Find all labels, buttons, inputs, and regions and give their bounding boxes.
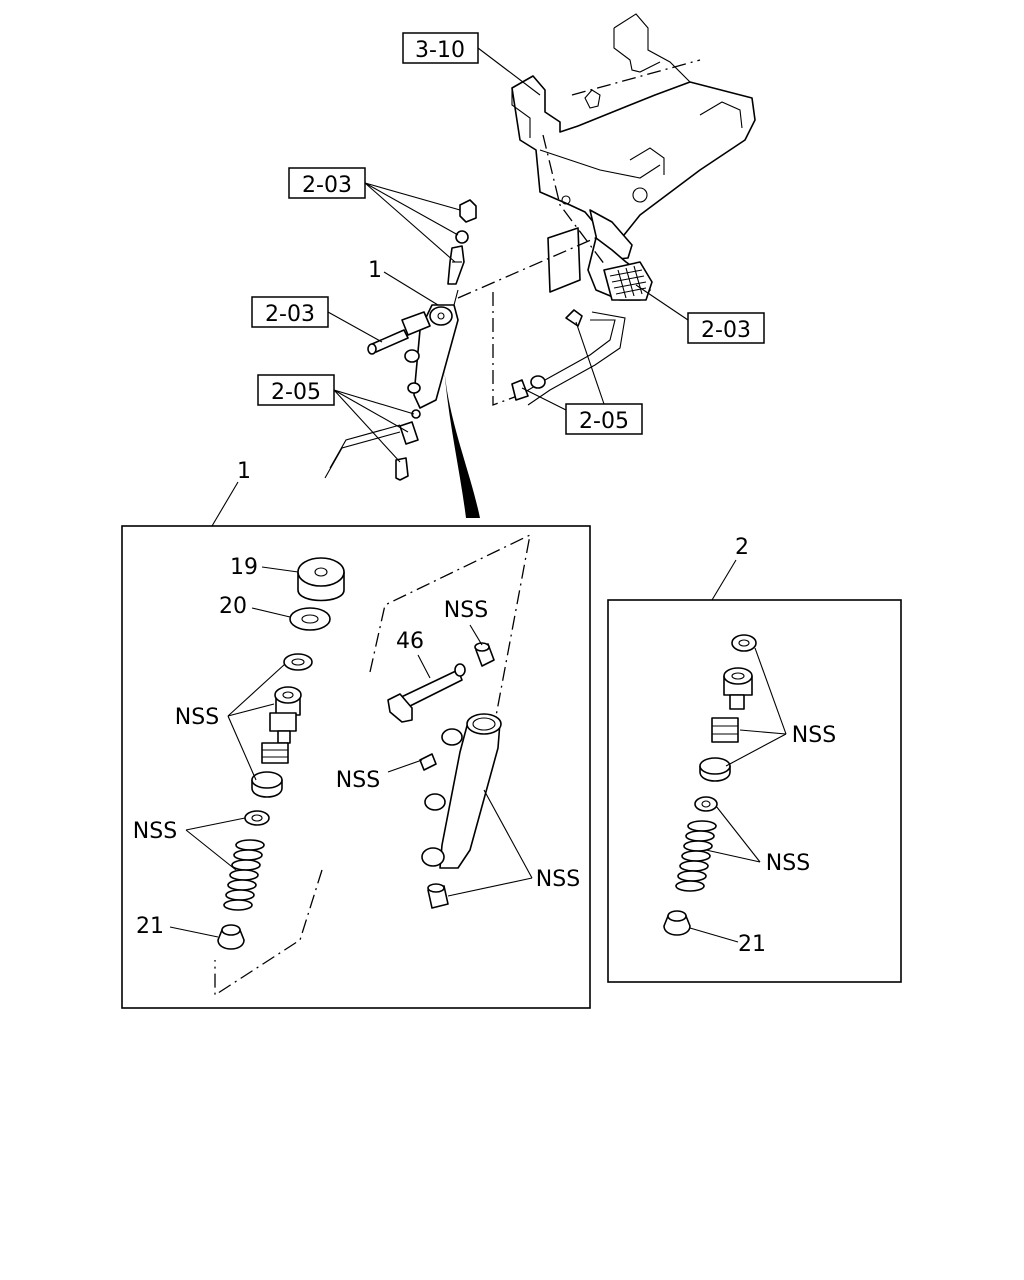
nss-leader-4: [387, 759, 423, 773]
svg-text:21: 21: [136, 914, 164, 939]
pipe-fittings-left: [324, 409, 421, 481]
ref-3-10[interactable]: 3-10: [402, 32, 541, 96]
nss-leaders-5: [447, 789, 533, 897]
svg-text:2-05: 2-05: [271, 380, 321, 405]
part-19-cap: 19: [230, 555, 345, 602]
zoom-indicator-wedge: [444, 366, 480, 518]
callout-part-1-top: 1: [368, 258, 439, 306]
svg-text:46: 46: [396, 629, 424, 654]
svg-text:2-03: 2-03: [265, 302, 315, 327]
part-20-washer: 20: [219, 594, 331, 631]
spring: [223, 810, 270, 911]
svg-text:2-05: 2-05: [579, 409, 629, 434]
nss-bushing: NSS: [444, 598, 495, 667]
part-46-bolt: 46: [387, 629, 466, 723]
box2-seal-stack: [699, 634, 757, 782]
pedal-bracket-assembly: [511, 13, 756, 301]
svg-text:21: 21: [738, 932, 766, 957]
ref-2-05-left[interactable]: 2-05: [257, 374, 415, 463]
box-1-label: 1: [237, 459, 251, 484]
bleeder-nipple: [427, 883, 449, 909]
nss-leaders-2: [185, 817, 246, 871]
nss-leaders-7: [705, 805, 761, 863]
svg-text:19: 19: [230, 555, 258, 580]
ref-2-05-right[interactable]: 2-05: [521, 321, 643, 435]
clutch-master-cylinder-small: [367, 289, 459, 409]
detail-box-2: 2 NSS: [607, 535, 902, 983]
piston-seal-stack: [251, 653, 313, 798]
master-cylinder-body: [419, 713, 502, 869]
box2-part-21-boot: 21: [663, 910, 766, 957]
nss-leaders-1: [227, 663, 286, 781]
nss-label-4: NSS: [336, 768, 380, 793]
ref-2-03-right[interactable]: 2-03: [635, 284, 765, 344]
svg-text:1: 1: [368, 258, 382, 283]
nss-label-5: NSS: [536, 867, 580, 892]
ref-2-03-left[interactable]: 2-03: [251, 296, 383, 343]
part-21-boot: 21: [136, 914, 245, 950]
nss-label-2: NSS: [133, 819, 177, 844]
nss-leaders-6: [725, 647, 787, 767]
svg-text:20: 20: [219, 594, 247, 619]
svg-text:2-03: 2-03: [302, 173, 352, 198]
ref-2-03-top[interactable]: 2-03: [288, 167, 461, 263]
nss-label-6: NSS: [792, 723, 836, 748]
detail-box-1: 1 19 20: [121, 459, 591, 1009]
pipe-centerline: [492, 292, 521, 406]
nss-label-7: NSS: [766, 851, 810, 876]
box2-spring: [675, 796, 718, 892]
nss-label-3: NSS: [444, 598, 488, 623]
nss-label-1: NSS: [175, 705, 219, 730]
clevis-fasteners: [447, 199, 477, 285]
reservoir-hose: [511, 309, 626, 406]
svg-text:2-03: 2-03: [701, 318, 751, 343]
box-2-label: 2: [735, 535, 749, 560]
svg-text:3-10: 3-10: [415, 38, 465, 63]
